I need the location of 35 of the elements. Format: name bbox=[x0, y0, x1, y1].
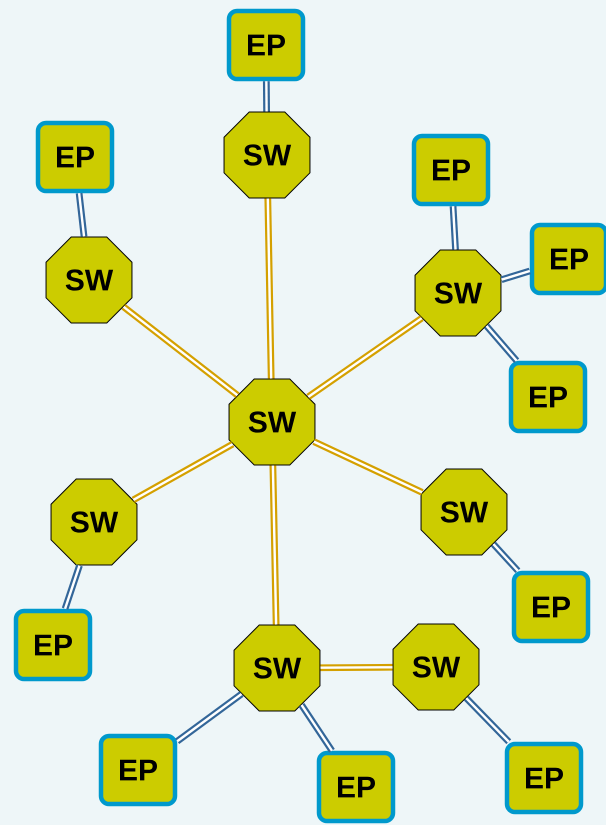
switch-octagon: SW bbox=[392, 624, 480, 710]
double-line-link bbox=[269, 465, 280, 625]
double-line-link bbox=[262, 81, 270, 112]
double-line-link bbox=[122, 304, 240, 398]
double-line-link bbox=[264, 198, 275, 379]
endpoint-box: EP bbox=[508, 360, 588, 434]
endpoint-box: EP bbox=[36, 120, 114, 194]
double-line-link bbox=[500, 268, 531, 283]
switch-octagon: SW bbox=[228, 378, 316, 466]
double-line-link bbox=[298, 703, 335, 753]
endpoint-box: EP bbox=[226, 8, 306, 82]
switch-octagon: SW bbox=[420, 468, 508, 556]
double-line-link bbox=[306, 315, 424, 400]
switch-octagon: SW bbox=[50, 478, 138, 566]
endpoint-box: EP bbox=[14, 608, 92, 682]
double-line-link bbox=[484, 324, 520, 363]
endpoint-box: EP bbox=[98, 734, 178, 806]
double-line-link bbox=[62, 564, 83, 610]
endpoint-box: EP bbox=[316, 750, 396, 824]
switch-octagon: SW bbox=[234, 624, 320, 712]
double-line-link bbox=[490, 542, 520, 574]
double-line-link bbox=[450, 206, 459, 250]
double-line-link bbox=[175, 691, 244, 744]
double-line-link bbox=[464, 696, 512, 744]
endpoint-box: EP bbox=[512, 570, 590, 644]
endpoint-box: EP bbox=[412, 134, 490, 206]
double-line-link bbox=[320, 664, 393, 672]
double-line-link bbox=[132, 441, 234, 503]
switch-octagon: SW bbox=[414, 250, 502, 336]
endpoint-box: EP bbox=[504, 742, 584, 814]
endpoint-box: EP bbox=[530, 222, 606, 296]
switch-octagon: SW bbox=[224, 112, 310, 198]
switch-octagon: SW bbox=[46, 236, 132, 324]
double-line-link bbox=[312, 438, 424, 496]
double-line-link bbox=[76, 192, 88, 237]
